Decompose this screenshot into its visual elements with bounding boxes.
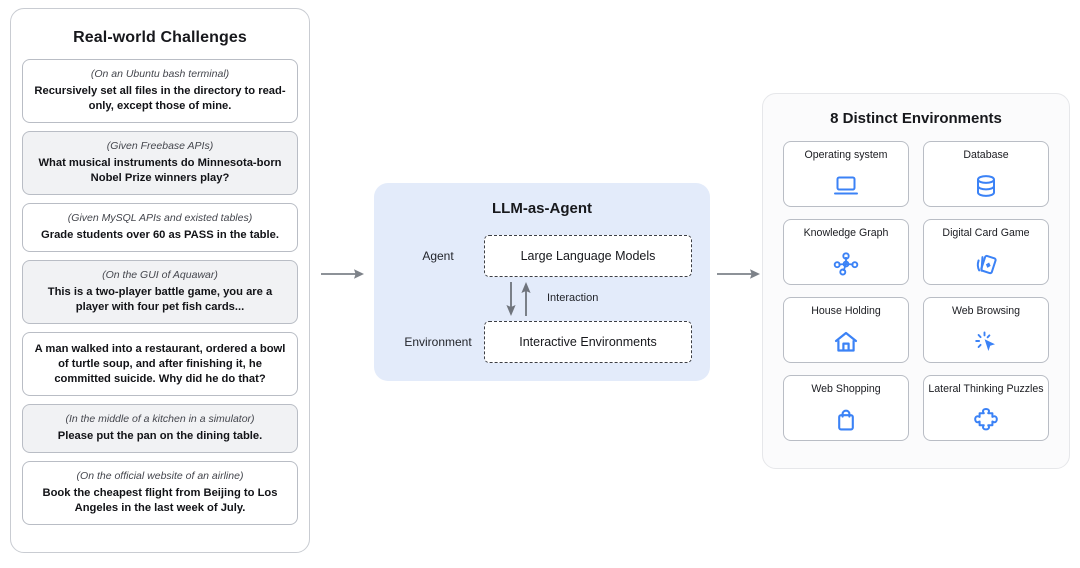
challenge-card: (Given MySQL APIs and existed tables) Gr… [22,202,298,252]
challenge-card: (On the official website of an airline) … [22,460,298,525]
flow-arrow-right-icon [716,266,762,282]
shopping-bag-icon [834,407,858,433]
env-card-label: Knowledge Graph [803,227,889,239]
challenge-card: (On the GUI of Aquawar) This is a two-pl… [22,259,298,324]
environment-row: Environment Interactive Environments [392,321,692,363]
challenge-card: (On an Ubuntu bash terminal) Recursively… [22,59,298,123]
interaction-label: Interaction [547,291,599,304]
env-card-house-holding[interactable]: House Holding [783,297,909,363]
house-icon [833,329,859,355]
challenge-context: (In the middle of a kitchen in a simulat… [65,412,255,425]
challenge-context: (Given Freebase APIs) [106,139,214,152]
cursor-click-icon [973,329,999,355]
env-card-database[interactable]: Database [923,141,1049,207]
env-card-label: Digital Card Game [942,227,1030,239]
env-card-operating-system[interactable]: Operating system [783,141,909,207]
agent-row: Agent Large Language Models [392,235,692,277]
env-card-label: Operating system [804,149,888,161]
challenge-text: A man walked into a restaurant, ordered … [34,342,286,385]
distinct-environments-panel: 8 Distinct Environments Operating system… [762,93,1070,469]
interactive-environments-box: Interactive Environments [484,321,692,363]
agent-row-label: Agent [422,249,454,263]
challenge-context: (Given MySQL APIs and existed tables) [67,211,253,224]
challenge-context: (On an Ubuntu bash terminal) [90,68,230,80]
env-card-label: Lateral Thinking Puzzles [928,383,1044,395]
interaction-arrows: Interaction [500,280,690,318]
llm-as-agent-panel: LLM-as-Agent Agent Large Language Models… [374,183,710,381]
environment-row-label: Environment [404,335,472,349]
challenge-text: This is a two-player battle game, you ar… [47,286,273,314]
laptop-icon [833,173,859,199]
challenge-text: Grade students over 60 as PASS in the ta… [41,229,279,242]
challenge-context: (On the official website of an airline) [76,469,244,482]
challenge-text: Recursively set all files in the directo… [34,85,286,113]
challenge-text: Please put the pan on the dining table. [57,429,263,442]
challenge-text: What musical instruments do Minnesota-bo… [38,157,282,185]
env-card-label: Web Shopping [811,383,881,395]
env-card-label: Database [963,149,1009,161]
database-icon [974,173,998,199]
flow-arrow-right-icon [320,266,366,282]
puzzle-piece-icon [973,407,999,433]
challenges-panel-title: Real-world Challenges [73,29,247,46]
env-card-label: Web Browsing [951,305,1021,317]
env-card-knowledge-graph[interactable]: Knowledge Graph [783,219,909,285]
env-card-web-shopping[interactable]: Web Shopping [783,375,909,441]
challenge-card: (In the middle of a kitchen in a simulat… [22,403,298,453]
env-card-digital-card-game[interactable]: Digital Card Game [923,219,1049,285]
environments-panel-title: 8 Distinct Environments [830,110,1002,127]
challenge-text: Book the cheapest flight from Beijing to… [42,486,278,514]
agent-panel-title: LLM-as-Agent [492,200,592,217]
challenge-context: (On the GUI of Aquawar) [102,268,218,281]
real-world-challenges-panel: Real-world Challenges (On an Ubuntu bash… [10,8,310,553]
env-card-web-browsing[interactable]: Web Browsing [923,297,1049,363]
large-language-models-box: Large Language Models [484,235,692,277]
challenge-card: (Given Freebase APIs) What musical instr… [22,130,298,195]
environments-grid: Operating system Database [783,141,1049,441]
challenge-card: A man walked into a restaurant, ordered … [22,331,298,396]
env-card-label: House Holding [811,305,881,317]
knowledge-graph-icon [833,251,859,277]
env-card-lateral-thinking-puzzles[interactable]: Lateral Thinking Puzzles [923,375,1049,441]
playing-cards-icon [973,251,999,277]
